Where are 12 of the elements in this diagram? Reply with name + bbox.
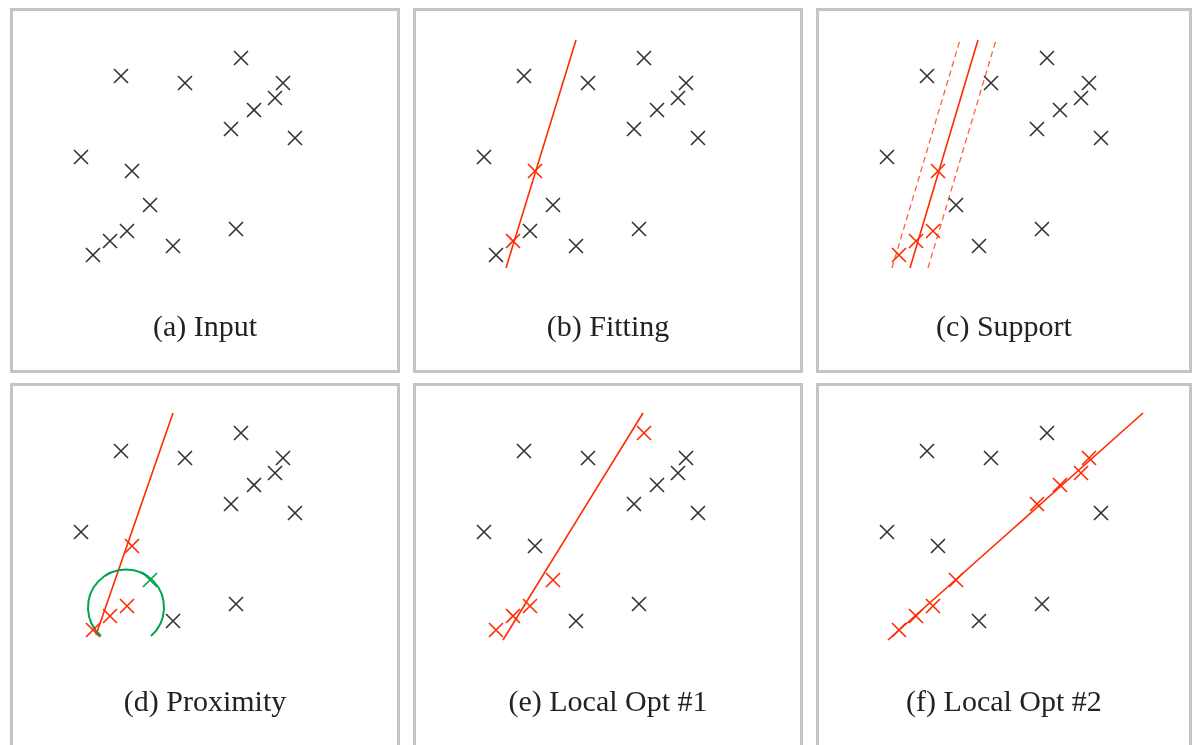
figure-panel — [816, 383, 1192, 745]
figure-panel — [413, 383, 803, 745]
figure-panel — [816, 8, 1192, 373]
panel-caption: (b) Fitting — [545, 308, 671, 344]
panel-caption: (a) Input — [151, 308, 259, 344]
figure-panel — [10, 383, 400, 745]
panel-caption: (d) Proximity — [122, 683, 288, 719]
figure-panel — [413, 8, 803, 373]
panel-caption: (e) Local Opt #1 — [507, 683, 709, 719]
panel-caption: (f) Local Opt #2 — [905, 683, 1103, 719]
panel-caption: (c) Support — [935, 308, 1073, 344]
figure-panel — [10, 8, 400, 373]
